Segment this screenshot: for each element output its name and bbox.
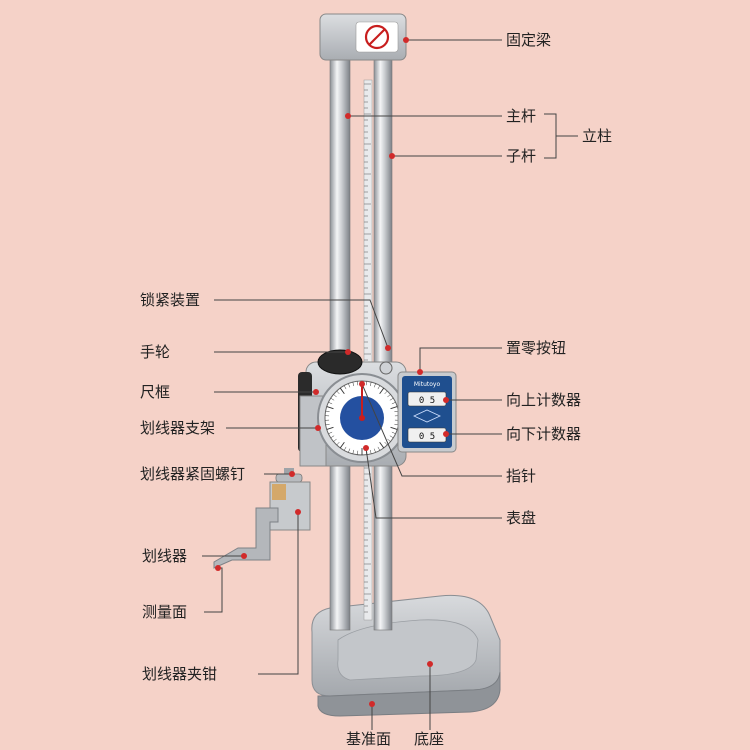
dial-tick	[384, 390, 388, 395]
label-fixed-beam: 固定梁	[506, 31, 552, 49]
base-block	[311, 594, 501, 717]
label-ruler-frame: 尺框	[140, 383, 171, 401]
dial-tick	[348, 383, 351, 388]
dial-tick	[326, 406, 334, 410]
dial-tick	[348, 448, 351, 453]
dial-tick	[339, 387, 345, 394]
dial-tick	[336, 441, 340, 446]
label-column: 立柱	[582, 127, 613, 145]
dial-tick	[391, 402, 396, 405]
dial-tick	[328, 431, 333, 434]
label-measuring-face: 测量面	[142, 603, 188, 621]
dial-tick	[326, 426, 334, 430]
dial-tick	[325, 410, 330, 413]
scale-strip	[363, 79, 373, 621]
dial-tick	[352, 449, 355, 454]
dial-tick	[343, 446, 347, 451]
no-hand-icon	[364, 24, 390, 50]
brand-logo: Mitutoyo	[414, 381, 441, 388]
dial-tick	[373, 448, 376, 453]
scriber	[213, 507, 279, 569]
scriber-screw	[275, 468, 303, 483]
handwheel	[317, 349, 363, 375]
label-base: 底座	[414, 730, 445, 748]
dial-tick	[387, 438, 391, 442]
dial-tick	[377, 385, 381, 390]
label-lock-device: 锁紧装置	[140, 291, 201, 309]
marker-dots	[215, 37, 449, 707]
dial-tick	[373, 383, 376, 388]
dial-tick	[336, 390, 340, 395]
lock-device	[379, 361, 393, 375]
label-dial: 表盘	[506, 509, 537, 527]
dial-tick	[330, 435, 335, 439]
dial-tick	[377, 446, 381, 451]
label-scriber-screw: 划线器紧固螺钉	[140, 465, 246, 483]
dial-tick	[389, 397, 394, 401]
label-scriber-bracket: 划线器支架	[140, 419, 216, 437]
dial-tick	[390, 426, 398, 430]
label-scriber: 划线器	[142, 547, 188, 565]
dial-tick	[390, 406, 398, 410]
dial	[317, 373, 407, 463]
label-handwheel: 手轮	[140, 343, 171, 361]
dial-tick	[328, 402, 333, 405]
dial-tick	[330, 397, 335, 401]
dial-tick	[389, 435, 394, 439]
dial-tick	[339, 442, 345, 449]
dial-tick	[343, 385, 347, 390]
dial-tick	[369, 382, 372, 387]
fixed-beam	[319, 13, 407, 61]
leader-lines	[202, 39, 578, 730]
dial-tick	[379, 387, 385, 394]
label-up-counter: 向上计数器	[506, 391, 582, 409]
label-sub-rod: 子杆	[506, 147, 537, 165]
dial-tick	[325, 423, 330, 426]
dial-tick	[365, 381, 367, 386]
label-pointer: 指针	[506, 467, 537, 485]
dial-tick	[379, 442, 385, 449]
dial-tick	[391, 431, 396, 434]
dial-tick	[357, 381, 359, 386]
dial-tick	[387, 394, 391, 398]
label-zero-button: 置零按钮	[506, 339, 567, 357]
dial-tick	[333, 438, 337, 442]
sub-rod	[373, 57, 393, 631]
dial-tick	[369, 449, 372, 454]
counter-panel: Mitutoyo 0 5 0 5	[397, 371, 457, 453]
dial-tick	[384, 441, 388, 446]
up-counter-digits: 0 5	[419, 396, 435, 406]
dial-tick	[333, 394, 337, 398]
label-down-counter: 向下计数器	[506, 425, 582, 443]
dial-tick	[357, 450, 359, 455]
label-reference-face: 基准面	[346, 730, 392, 748]
main-rod	[329, 57, 351, 631]
label-main-rod: 主杆	[506, 107, 537, 125]
down-counter-digits: 0 5	[419, 432, 435, 442]
label-scriber-clamp: 划线器夹钳	[142, 665, 218, 683]
dial-tick	[352, 382, 355, 387]
